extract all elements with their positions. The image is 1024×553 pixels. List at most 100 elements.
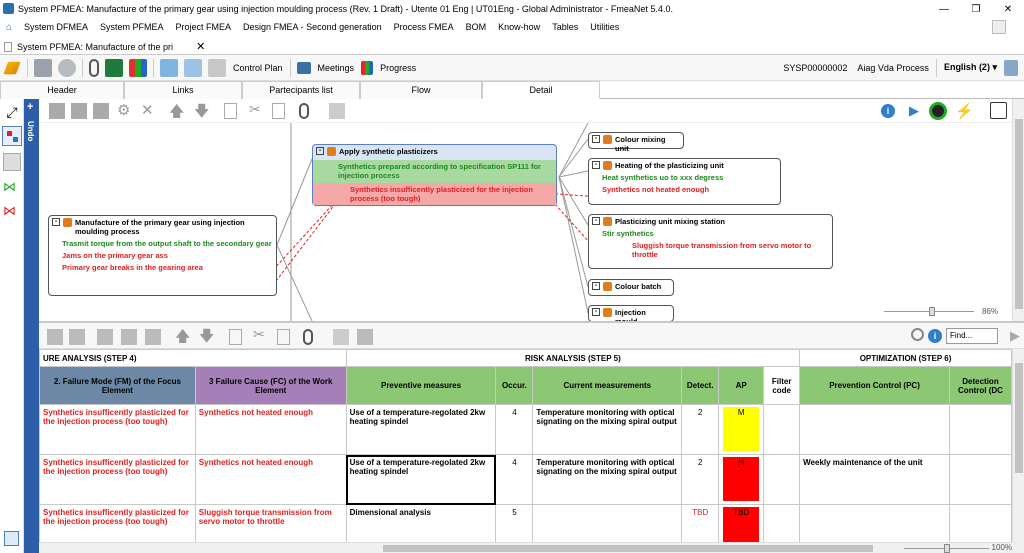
- info-icon[interactable]: i: [881, 104, 895, 118]
- header-ap[interactable]: AP: [718, 366, 765, 405]
- cell-detection-control[interactable]: [948, 454, 1012, 505]
- copy-icon[interactable]: [229, 329, 242, 345]
- cell-detection-control[interactable]: [948, 404, 1012, 455]
- work-element-node[interactable]: -Colour batch: [588, 279, 674, 296]
- paste-icon[interactable]: [272, 103, 285, 119]
- cell-filter-code[interactable]: [763, 454, 801, 505]
- collapse-toggle[interactable]: -: [592, 217, 600, 225]
- home-icon[interactable]: ⌂: [5, 21, 13, 33]
- cell-detection[interactable]: 2: [681, 454, 720, 505]
- cell-failure-cause[interactable]: Synthetics not heated enough: [194, 404, 347, 455]
- header-current-measurements[interactable]: Current measurements: [532, 366, 683, 405]
- paste-icon[interactable]: [277, 329, 290, 345]
- insert-col-icon[interactable]: [121, 329, 137, 345]
- menu-bom[interactable]: BOM: [465, 22, 487, 32]
- insert-row-icon[interactable]: [97, 329, 113, 345]
- cell-filter-code[interactable]: [763, 404, 801, 455]
- process-step-node[interactable]: -Apply synthetic plasticizers Synthetics…: [312, 144, 557, 206]
- cell-current-measurements[interactable]: [532, 504, 683, 542]
- arrow-up-icon[interactable]: 🡅: [169, 103, 185, 120]
- list-icon[interactable]: [208, 58, 226, 77]
- cell-preventive-measures[interactable]: Dimensional analysis: [345, 504, 497, 542]
- menu-system-pfmea[interactable]: System PFMEA: [100, 22, 164, 32]
- failure-label[interactable]: Primary gear breaks in the gearing area: [62, 263, 203, 272]
- header-detection[interactable]: Detect.: [681, 366, 720, 405]
- excel-icon[interactable]: [105, 58, 123, 77]
- cell-ap[interactable]: TBD: [718, 504, 765, 542]
- attachment-icon[interactable]: [299, 103, 309, 119]
- cell-prevention-control[interactable]: Weekly maintenance of the unit: [799, 454, 950, 505]
- arrow-down-icon[interactable]: 🡇: [194, 103, 210, 120]
- cut-icon[interactable]: ✂: [253, 326, 265, 342]
- header-detection-control[interactable]: Detection Control (DC: [948, 366, 1012, 405]
- zoom-slider[interactable]: [904, 544, 989, 553]
- meetings-button[interactable]: Meetings: [317, 62, 355, 73]
- fit-view-icon[interactable]: ⤢: [6, 104, 18, 120]
- menu-utilities[interactable]: Utilities: [590, 22, 620, 32]
- minimize-icon[interactable]: —: [939, 3, 949, 15]
- maximize-icon[interactable]: ❐: [971, 3, 981, 15]
- header-failure-cause[interactable]: 3 Failure Cause (FC) of the Work Element: [194, 366, 347, 405]
- grid-icon[interactable]: [145, 329, 161, 345]
- menu-know-how[interactable]: Know-how: [498, 22, 541, 32]
- cell-detection[interactable]: TBD: [681, 504, 720, 542]
- cell-ap[interactable]: M: [718, 404, 765, 455]
- header-preventive-measures[interactable]: Preventive measures: [345, 366, 497, 405]
- play-icon[interactable]: ▶: [909, 103, 919, 118]
- tree-vertical-scrollbar[interactable]: [1012, 99, 1024, 321]
- undo-panel[interactable]: + Undo: [24, 99, 39, 553]
- failure-net-icon[interactable]: ⋈: [3, 203, 16, 218]
- tab-links[interactable]: Links: [124, 81, 242, 99]
- cut-icon[interactable]: ✂: [249, 101, 261, 117]
- copy-icon[interactable]: [224, 103, 237, 119]
- table-row[interactable]: Synthetics insufficently plasticized for…: [39, 404, 1012, 455]
- cell-prevention-control[interactable]: [799, 404, 950, 455]
- cell-current-measurements[interactable]: Temperature monitoring with optical sign…: [532, 454, 683, 505]
- menu-project-fmea[interactable]: Project FMEA: [175, 22, 232, 32]
- cell-failure-cause[interactable]: Synthetics not heated enough: [194, 454, 347, 505]
- process-item-node[interactable]: -Manufacture of the primary gear using i…: [48, 215, 277, 296]
- work-element-node[interactable]: -Injection mould: [588, 305, 674, 321]
- function-label[interactable]: Synthetics prepared according to specifi…: [313, 160, 556, 183]
- tree-tool-icon[interactable]: [71, 103, 87, 119]
- failure-label[interactable]: Synthetics insufficently plasticized for…: [313, 183, 556, 205]
- tree-tool-icon[interactable]: [49, 103, 65, 119]
- attachment-icon[interactable]: [303, 329, 313, 345]
- collapse-toggle[interactable]: -: [592, 308, 600, 316]
- approve-icon[interactable]: [160, 58, 178, 77]
- cell-occurrence[interactable]: 4: [495, 454, 534, 505]
- collapse-toggle[interactable]: -: [592, 135, 600, 143]
- tree-tool-icon[interactable]: [93, 103, 109, 119]
- scroll-thumb[interactable]: [383, 545, 873, 552]
- header-filter-code[interactable]: Filter code: [763, 366, 801, 405]
- cell-detection-control[interactable]: [948, 504, 1012, 542]
- bottom-panel-icon[interactable]: [4, 531, 19, 546]
- collapse-toggle[interactable]: -: [52, 218, 60, 226]
- zoom-thumb[interactable]: [929, 307, 935, 316]
- cell-occurrence[interactable]: 4: [495, 404, 534, 455]
- lightning-icon[interactable]: ⚡: [955, 103, 974, 120]
- text-icon[interactable]: [333, 329, 349, 345]
- language-select[interactable]: English (2) ▾: [944, 62, 997, 73]
- search-icon[interactable]: [911, 328, 924, 341]
- preview-icon[interactable]: [990, 102, 1007, 119]
- function-label[interactable]: Heat synthetics uo to xxx degress: [602, 173, 724, 182]
- cell-detection[interactable]: 2: [681, 404, 720, 455]
- scroll-thumb[interactable]: [1015, 119, 1023, 309]
- find-input[interactable]: Find...: [946, 328, 998, 344]
- table-row[interactable]: Synthetics insufficently plasticized for…: [39, 504, 1012, 542]
- collapse-toggle[interactable]: -: [592, 282, 600, 290]
- cell-failure-cause[interactable]: Sluggish torque transmission from servo …: [194, 504, 347, 542]
- menu-process-fmea[interactable]: Process FMEA: [393, 22, 454, 32]
- find-next-icon[interactable]: ▶: [1010, 328, 1020, 343]
- grid-vertical-scrollbar[interactable]: [1012, 349, 1024, 542]
- failure-label[interactable]: Sluggish torque transmission from servo …: [632, 241, 812, 259]
- work-element-node[interactable]: -Colour mixing unit: [588, 132, 684, 153]
- control-plan-button[interactable]: Control Plan: [233, 62, 283, 73]
- virus-icon[interactable]: [929, 102, 947, 120]
- tab-flow[interactable]: Flow: [360, 81, 482, 99]
- pencil-icon[interactable]: [69, 329, 85, 345]
- work-element-node[interactable]: -Heating of the plasticizing unit Heat s…: [588, 158, 781, 205]
- info-icon[interactable]: i: [928, 329, 942, 343]
- function-label[interactable]: Trasmit torque from the output shaft to …: [62, 239, 272, 248]
